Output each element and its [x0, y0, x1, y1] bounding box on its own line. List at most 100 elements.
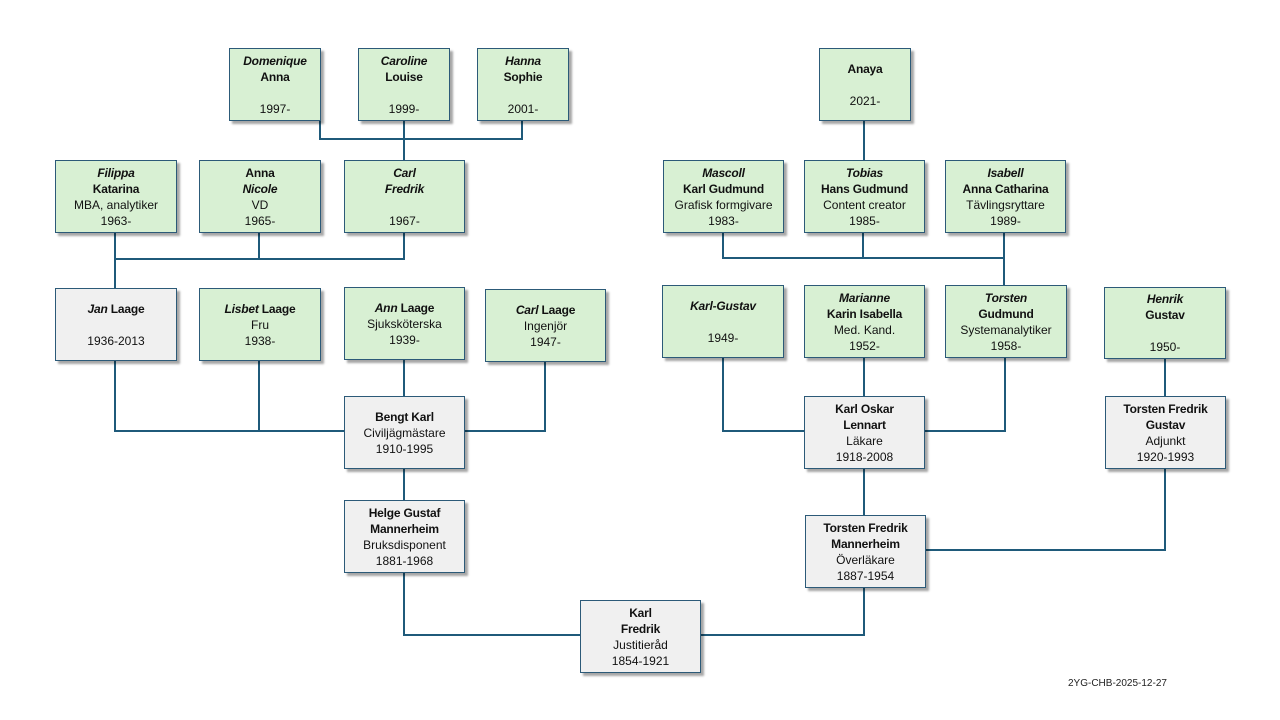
- detail: 1967-: [389, 213, 420, 228]
- detail: 1854-1921: [611, 653, 670, 668]
- detail: 1983-: [708, 213, 739, 228]
- detail: Systemanalytiker: [960, 322, 1052, 337]
- person-text-line: Content creator: [823, 197, 906, 213]
- given-name: Filippa: [97, 165, 135, 180]
- person-text-line: Bruksdisponent: [363, 537, 446, 553]
- detail: Grafisk formgivare: [674, 197, 773, 212]
- person-text-line: Gustav: [1146, 417, 1186, 433]
- name: Karl Oskar: [835, 401, 894, 416]
- person-text-line: Adjunkt: [1145, 433, 1185, 449]
- name: Anna Catharina: [962, 181, 1049, 196]
- person-text-line: 1967-: [389, 213, 420, 229]
- person-text-line: Ingenjör: [524, 318, 567, 334]
- name: Louise: [385, 69, 423, 84]
- detail: 1936-2013: [87, 333, 145, 348]
- given-name: Nicole: [242, 181, 278, 196]
- person-text-line: Louise: [385, 69, 423, 85]
- person-text-line: Hans Gudmund: [821, 181, 908, 197]
- person-text-line: 1963-: [101, 213, 132, 229]
- given-name: Carl: [515, 302, 539, 317]
- person-text-line: Henrik: [1147, 291, 1183, 307]
- name: Fredrik: [620, 621, 661, 636]
- person-text-line: Helge Gustaf: [369, 505, 441, 521]
- detail: Adjunkt: [1145, 433, 1186, 448]
- given-name: Torsten: [984, 290, 1028, 305]
- person-text-line: Anna: [245, 165, 274, 181]
- person-text-line: Bengt Karl: [375, 409, 434, 425]
- detail: 1963-: [100, 213, 132, 228]
- person-text-line: Hanna: [505, 53, 541, 69]
- detail: Tävlingsryttare: [966, 197, 1045, 212]
- name: Hans Gudmund: [821, 181, 908, 196]
- person-text-line: Överläkare: [836, 552, 895, 568]
- name: Anna: [245, 165, 275, 180]
- person-text-line: 1947-: [530, 334, 561, 350]
- person-text-line: 1958-: [991, 338, 1022, 354]
- person-text-line: Torsten Fredrik: [823, 520, 907, 536]
- given-name: Marianne: [838, 290, 891, 305]
- name: Torsten Fredrik: [823, 520, 908, 535]
- person-text-line: Fredrik: [621, 621, 660, 637]
- detail: 1989-: [990, 213, 1021, 228]
- person-text-line: VD: [252, 197, 269, 213]
- person-text-line: 1887-1954: [837, 568, 894, 584]
- name: Lennart: [843, 417, 886, 432]
- person-text-line: Fredrik: [385, 181, 424, 197]
- person-text-line: Torsten: [985, 290, 1027, 306]
- detail: MBA, analytiker: [73, 197, 159, 212]
- person-text-line: Grafisk formgivare: [674, 197, 772, 213]
- person-text-line: Marianne: [839, 290, 890, 306]
- person-text-line: Karl: [629, 605, 652, 621]
- given-name: Jan: [87, 301, 108, 316]
- person-text-line: Lisbet Laage: [225, 301, 296, 317]
- person-text-line: Fru: [251, 317, 269, 333]
- person-text-line: Katarina: [93, 181, 140, 197]
- name: Laage: [397, 300, 435, 315]
- name: Karl Gudmund: [683, 181, 764, 196]
- detail: 1950-: [1149, 340, 1181, 354]
- person-text-line: Torsten Fredrik: [1123, 401, 1207, 417]
- given-name: Lisbet: [224, 301, 259, 316]
- detail: 1999-: [388, 101, 420, 116]
- given-name: Carl: [393, 165, 416, 180]
- detail: 1939-: [389, 332, 420, 347]
- person-text-line: 2001-: [508, 101, 539, 117]
- detail: Justitieråd: [613, 637, 668, 652]
- document-code: 2YG-CHB-2025-12-27: [1068, 678, 1167, 689]
- person-text-line: 1881-1968: [376, 553, 433, 569]
- detail: Civiljägmästare: [363, 425, 446, 440]
- person-text-line: 1936-2013: [87, 333, 144, 349]
- person-text-line: Carl: [393, 165, 416, 181]
- person-text-line: Carl Laage: [515, 302, 576, 318]
- person-text-line: 1939-: [389, 332, 420, 348]
- person-text-line: Gudmund: [978, 306, 1033, 322]
- detail: 1920-1993: [1136, 449, 1195, 464]
- name: Karl: [629, 605, 652, 620]
- person-text-line: 1965-: [245, 213, 276, 229]
